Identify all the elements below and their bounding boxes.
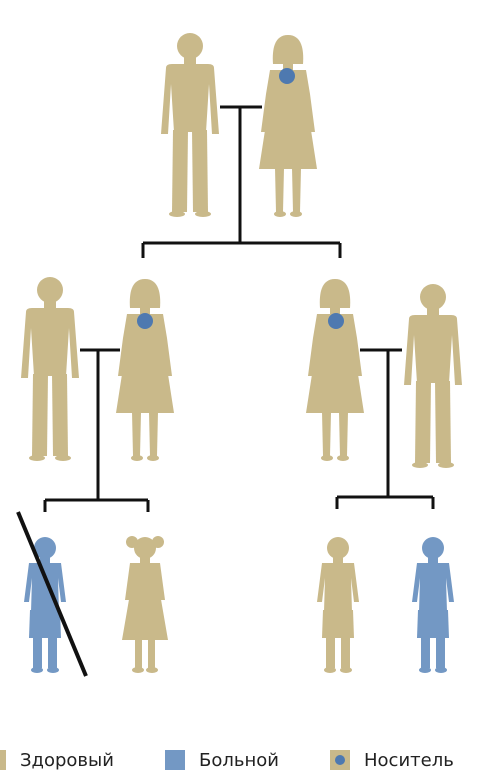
gen2-right-husband-figure xyxy=(404,284,462,468)
legend-item-sick: Больной xyxy=(165,745,279,775)
legend-label-healthy: Здоровый xyxy=(20,750,114,771)
legend: Здоровый Больной Носитель xyxy=(0,745,478,775)
gen3-right-son-1-figure xyxy=(317,537,359,673)
gen2-left-daughter-carrier-dot xyxy=(137,313,153,329)
legend-item-healthy: Здоровый xyxy=(0,745,114,775)
gen1-father-figure xyxy=(161,33,219,217)
gen2-left-husband-figure xyxy=(21,277,79,461)
pedigree-diagram xyxy=(0,0,478,740)
pedigree-lines xyxy=(45,107,433,512)
gen1-mother-carrier-dot xyxy=(279,68,295,84)
gen3-left-daughter-figure xyxy=(122,536,168,673)
legend-label-carrier: Носитель xyxy=(364,750,454,771)
gen3-left-son-figure xyxy=(24,537,66,673)
carrier-swatch-icon xyxy=(330,750,350,770)
gen2-right-daughter-carrier-dot xyxy=(328,313,344,329)
gen1-mother-figure xyxy=(259,35,317,217)
legend-item-carrier: Носитель xyxy=(330,745,454,775)
gen2-right-daughter-figure xyxy=(306,279,364,461)
legend-label-sick: Больной xyxy=(199,750,279,771)
healthy-swatch-icon xyxy=(0,750,6,770)
sick-swatch-icon xyxy=(165,750,185,770)
gen3-right-son-2-figure xyxy=(412,537,454,673)
gen2-left-daughter-figure xyxy=(116,279,174,461)
